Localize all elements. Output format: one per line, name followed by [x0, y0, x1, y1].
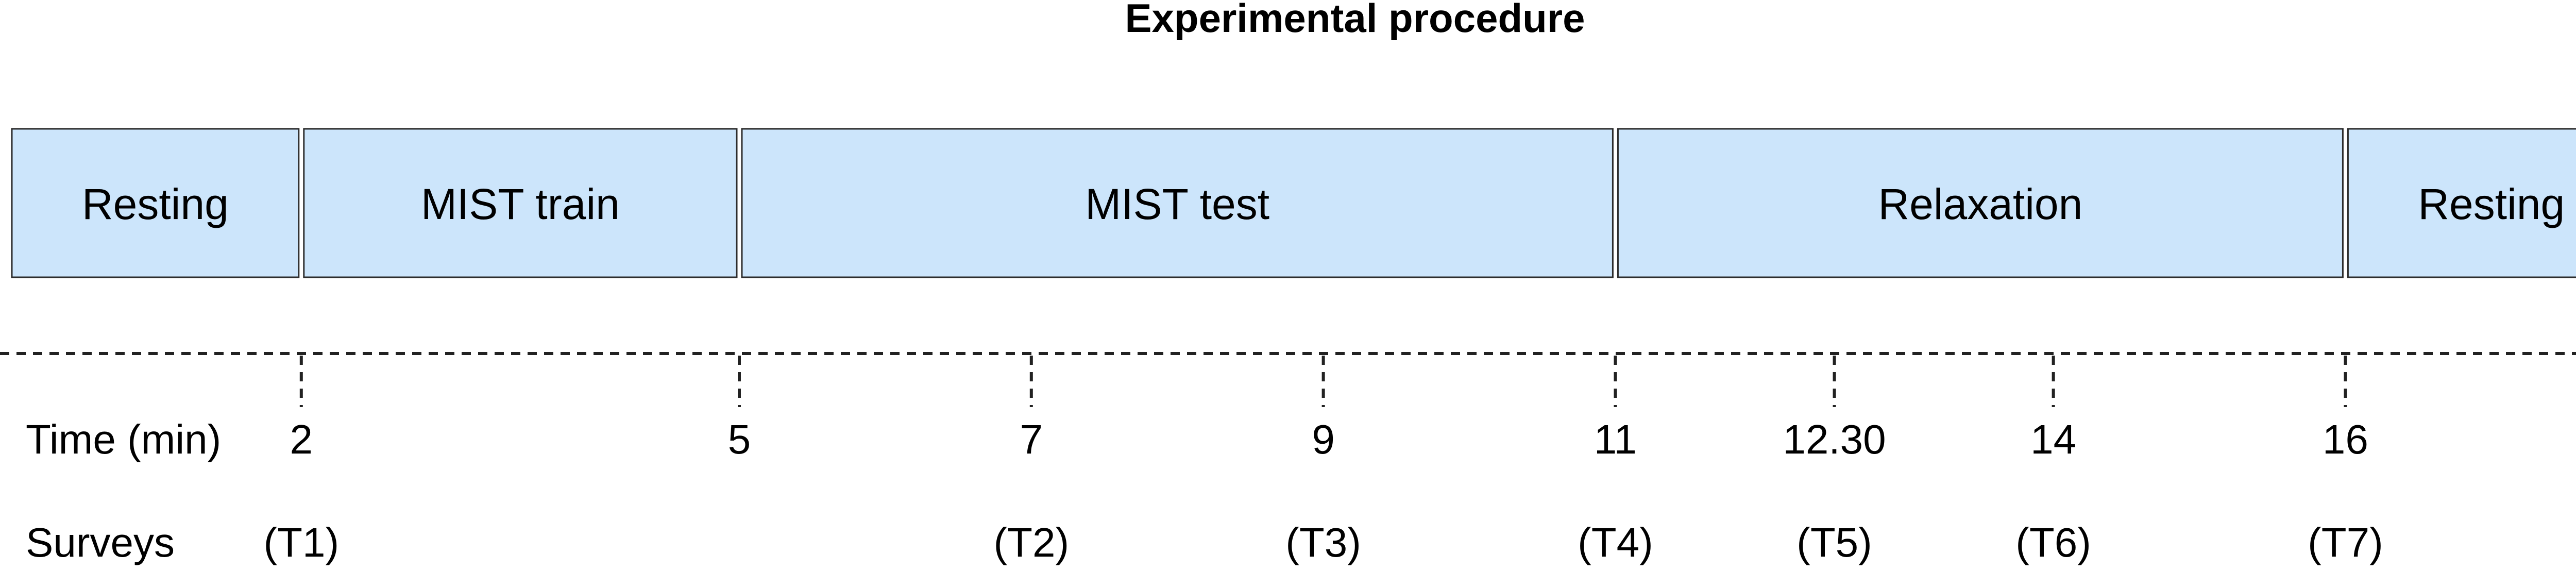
tick-label-1: 5	[728, 416, 751, 462]
phase-box-2: MIST test	[741, 128, 1614, 278]
surveys-row-label: Surveys	[26, 519, 175, 565]
phase-box-0: Resting	[11, 128, 300, 278]
phase-label: MIST test	[1085, 180, 1269, 228]
phase-box-rect	[741, 128, 1614, 278]
tick-label-3: 9	[1312, 416, 1335, 462]
phase-box-rect	[303, 128, 738, 278]
survey-label-5: (T5)	[1797, 519, 1872, 565]
phase-boxes: Resting MIST train MIST test Relaxation Rest…	[11, 128, 2576, 278]
time-axis-label: Time (min)	[26, 416, 221, 462]
phase-label: Relaxation	[1878, 180, 2082, 228]
phase-label: MIST train	[421, 180, 620, 228]
phase-box-3: Relaxation	[1617, 128, 2344, 278]
survey-label-4: (T4)	[1578, 519, 1653, 565]
survey-label-0: (T1)	[263, 519, 339, 565]
tick-label-0: 2	[290, 416, 313, 462]
tick-label-4: 11	[1594, 416, 1637, 462]
timeline-ticks: 2 (T1) 5 7 (T2) 9 (T3) 11 (T4) 12.30 (T5) 14 (T6) 16 (…	[263, 356, 2383, 565]
phase-box-rect	[2347, 128, 2576, 278]
phase-box-rect	[11, 128, 300, 278]
survey-label-3: (T3)	[1285, 519, 1361, 565]
phase-label: Resting	[2418, 180, 2565, 228]
survey-label-6: (T6)	[2015, 519, 2091, 565]
phase-box-rect	[1617, 128, 2344, 278]
diagram-title: Experimental procedure	[1125, 0, 1585, 41]
phase-label: Resting	[82, 180, 229, 228]
tick-label-2: 7	[1020, 416, 1043, 462]
phase-box-4: Resting	[2347, 128, 2576, 278]
phase-box-1: MIST train	[303, 128, 738, 278]
tick-label-5: 12.30	[1783, 416, 1886, 462]
tick-label-6: 14	[2030, 416, 2076, 462]
tick-label-7: 16	[2323, 416, 2368, 462]
survey-label-7: (T7)	[2308, 519, 2383, 565]
survey-label-2: (T2)	[993, 519, 1069, 565]
